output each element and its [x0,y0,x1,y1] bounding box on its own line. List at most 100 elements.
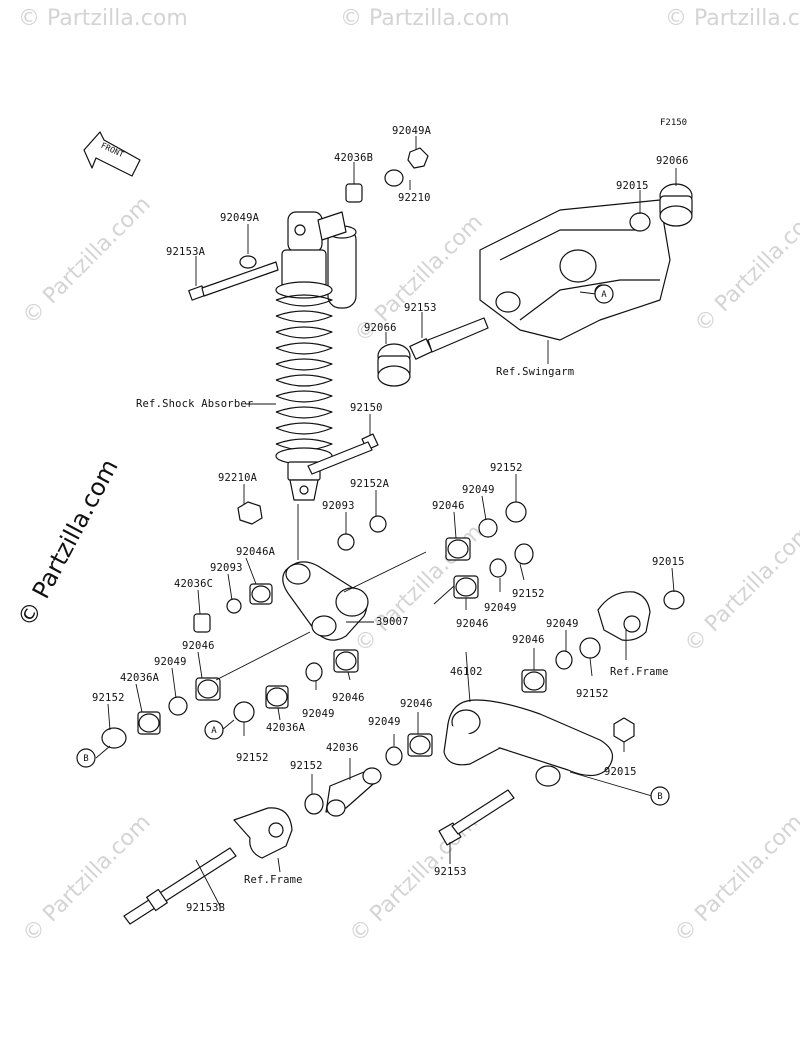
part-label: 92153B [186,902,226,914]
part-label: 92152 [92,692,125,704]
collar-42036A-left [137,711,161,735]
ref-label: Ref.Shock Absorber [136,398,254,410]
part-label: 92015 [652,556,685,568]
bearing-92046A [249,583,273,605]
collar-42036A-center [265,685,289,709]
washer-92152-bot [304,793,324,815]
diagram-code: F2150 [660,118,688,128]
washer-92152-left [101,727,127,749]
bolt-92153B [123,847,237,925]
washer-92049-r2 [489,558,507,578]
cap-92066-top [659,183,693,227]
nut-92015-bottom [613,717,635,743]
part-label: 92046A [236,546,276,558]
callout-letter: A [211,726,217,736]
washer-92093-b [226,598,242,614]
bearing-92046-center [333,649,359,673]
rocker-arm-39007 [282,561,369,641]
ref-label: Ref.Swingarm [496,366,575,378]
cap-92066-left [377,343,411,387]
washer-92015-right [663,590,685,610]
part-label: 92152A [350,478,390,490]
part-label: 92153 [434,866,467,878]
bearing-92046-link [521,669,547,693]
part-label: 92049A [220,212,260,224]
spring-coils [275,294,333,451]
callout-circle-a [204,720,224,740]
washer-92015-top [629,212,651,232]
callout-letter: B [657,792,662,802]
link-rod-46102 [443,699,614,787]
ref-label: Ref.Frame [610,666,669,678]
bolt-92153A [188,261,279,301]
part-label: 92153 [404,302,437,314]
callout-circle-b-left [76,748,96,768]
watermark: © Partzilla.com [18,6,188,31]
part-label: 92046 [182,640,215,652]
callout-circle-b-right [650,786,670,806]
collar-42036 [325,767,382,817]
part-label: 39007 [376,616,409,628]
frame-bracket-right [597,591,651,641]
collar-42036C [193,613,211,633]
collar-42036B [345,183,363,203]
part-label: 42036A [120,672,160,684]
part-label: 92153A [166,246,206,258]
part-label: 92066 [656,155,689,167]
part-label: 92152 [512,588,545,600]
watermark: © Partzilla.com [665,6,800,31]
part-label: 92049 [484,602,517,614]
shock-absorber [275,211,357,501]
part-label: 42036B [334,152,374,164]
part-label: 92150 [350,402,383,414]
part-label: 92049 [302,708,335,720]
part-label: 42036A [266,722,306,734]
bolt-92150 [307,433,379,475]
part-label: 92049 [368,716,401,728]
nut-92210A [237,501,263,525]
frame-bracket-bottom [233,807,293,859]
part-label: 92015 [604,766,637,778]
washer-92049A-mid [239,255,257,269]
part-label: 92015 [616,180,649,192]
washer-92152A [369,515,387,533]
washer-92049-center [305,662,323,682]
ref-label: Ref.Frame [244,874,303,886]
washer-92049-left [168,696,188,716]
part-label: 92046 [332,692,365,704]
part-label: 92210A [218,472,258,484]
leader-lines [95,136,677,907]
bearing-92046-r1 [445,537,471,561]
part-label: 92049 [154,656,187,668]
part-label: 42036C [174,578,214,590]
bolt-92153-bottom [438,789,515,846]
part-label: 92046 [512,634,545,646]
washer-92049-right [555,650,573,670]
bearing-92046-r2 [453,575,479,599]
part-label: 92152 [490,462,523,474]
part-label: 92210 [398,192,431,204]
part-label: 92046 [456,618,489,630]
part-label: 46102 [450,666,483,678]
part-label: 92093 [210,562,243,574]
callout-circle-a-swing [594,284,614,304]
part-label: 92049A [392,125,432,137]
callout-letter: A [601,290,607,300]
washer-92210 [384,169,404,187]
swingarm [479,199,671,341]
part-label: 92046 [400,698,433,710]
nut-92049A-top [407,147,429,169]
washer-92049-link2 [385,746,403,766]
front-arrow-icon: FRONT [83,131,141,177]
part-label: 92049 [546,618,579,630]
bearing-92046-left [195,677,221,701]
washer-92152-center [233,701,255,723]
bearing-92046-link2 [407,733,433,757]
washer-92049-r1 [478,518,498,538]
part-label: 92093 [322,500,355,512]
bolt-92153-swing [409,317,489,360]
washer-92093-a [337,533,355,551]
part-label: 92152 [236,752,269,764]
washer-92152-top [505,501,527,523]
